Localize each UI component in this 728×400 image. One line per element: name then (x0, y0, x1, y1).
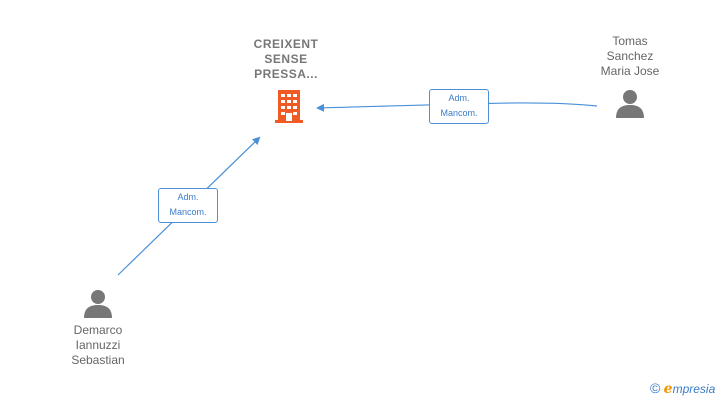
person-name[interactable]: Demarco Iannuzzi Sebastian (71, 323, 125, 367)
building-icon[interactable] (273, 89, 305, 123)
edge-tomas-to-company (316, 102, 598, 112)
brand-name: mpresia (672, 382, 716, 396)
empresia-logo[interactable]: © empresia (650, 380, 715, 397)
relation-label: Adm. Mancom. (429, 89, 489, 124)
copyright-symbol: © (650, 380, 661, 396)
brand-e: e (663, 381, 673, 397)
person-node-tomas[interactable]: Tomas Sanchez Maria Jose (580, 34, 680, 118)
person-name[interactable]: Tomas Sanchez Maria Jose (600, 34, 660, 78)
person-node-demarco[interactable]: Demarco Iannuzzi Sebastian (48, 288, 148, 368)
company-name[interactable]: CREIXENT SENSE PRESSA... (253, 37, 319, 81)
relation-label: Adm. Mancom. (158, 188, 218, 223)
person-icon (84, 290, 112, 318)
person-icon (616, 90, 644, 118)
